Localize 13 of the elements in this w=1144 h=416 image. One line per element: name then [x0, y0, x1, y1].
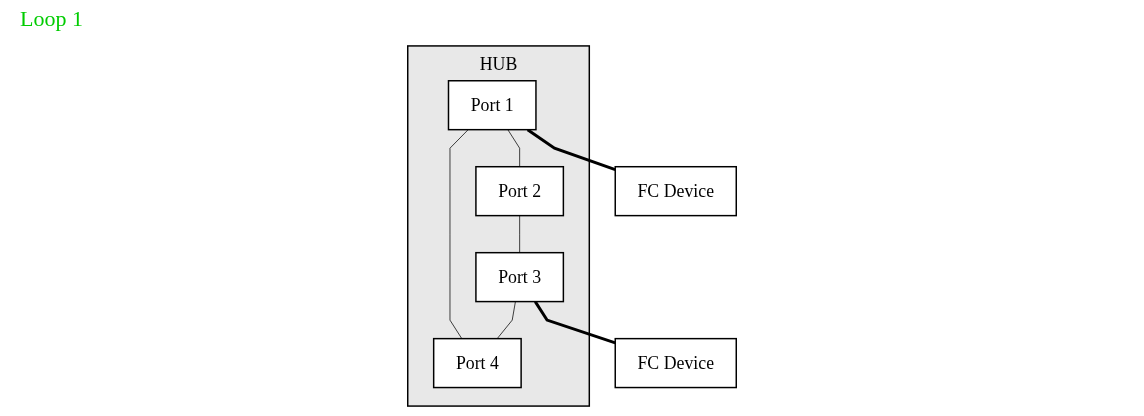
node-box: Port 1	[447, 80, 537, 131]
connector	[526, 128, 616, 172]
node-box: Port 4	[432, 337, 522, 389]
connector	[507, 129, 520, 168]
loop-label: Loop 1	[20, 6, 83, 32]
node-box: Port 2	[475, 166, 565, 217]
connector	[496, 301, 516, 339]
node-box: FC Device	[614, 166, 737, 217]
connector	[519, 215, 520, 254]
node-box: FC Device	[614, 337, 737, 389]
connector	[534, 300, 616, 345]
node-box: Port 3	[475, 251, 565, 303]
connector	[449, 129, 469, 339]
